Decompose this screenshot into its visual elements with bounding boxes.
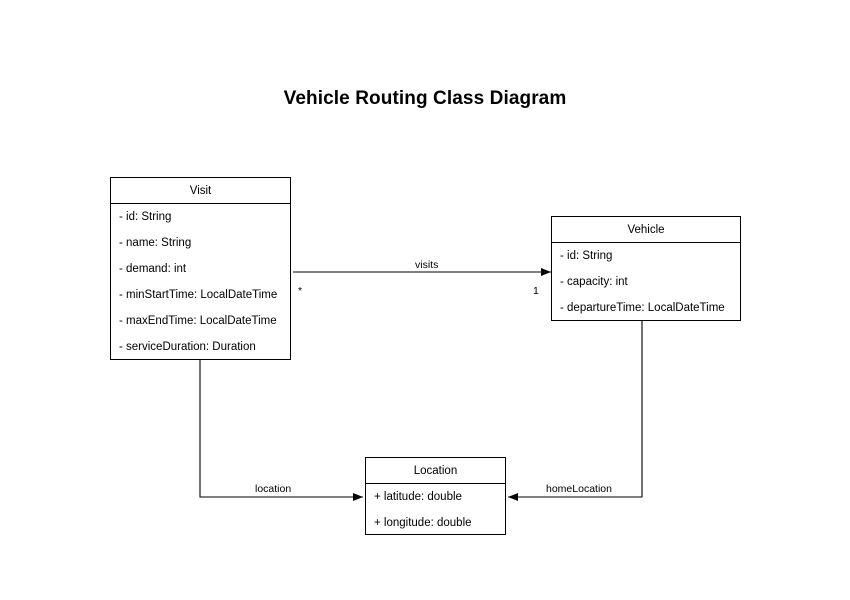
uml-attributes-vehicle: - id: String - capacity: int - departure… (552, 243, 740, 321)
uml-attribute: - id: String (119, 211, 172, 223)
uml-attribute: - name: String (119, 237, 192, 249)
uml-class-name-visit: Visit (111, 178, 290, 204)
uml-attributes-location: + latitude: double + longitude: double (366, 484, 505, 536)
uml-class-vehicle[interactable]: Vehicle - id: String - capacity: int - d… (551, 216, 741, 321)
page-title: Vehicle Routing Class Diagram (283, 88, 567, 109)
uml-attribute: + latitude: double (374, 491, 462, 503)
uml-attribute: - minStartTime: LocalDateTime (119, 289, 278, 301)
edge-label-home-location: homeLocation (543, 483, 615, 495)
edge-label-visits: visits (412, 259, 442, 271)
uml-class-visit[interactable]: Visit - id: String - name: String - dema… (110, 177, 291, 360)
uml-class-name-location: Location (366, 458, 505, 484)
uml-attributes-visit: - id: String - name: String - demand: in… (111, 204, 290, 360)
uml-attribute: + longitude: double (374, 517, 472, 529)
edge-home-location (508, 321, 643, 501)
edge-label-location: location (252, 483, 295, 495)
uml-attribute: - maxEndTime: LocalDateTime (119, 315, 277, 327)
uml-attribute: - id: String (560, 250, 613, 262)
uml-class-name-vehicle: Vehicle (552, 217, 740, 243)
multiplicity-visits-source: 1 (533, 285, 539, 297)
edge-location (199, 360, 363, 501)
multiplicity-visits-target: * (298, 285, 303, 297)
uml-attribute: - serviceDuration: Duration (119, 341, 256, 353)
uml-attribute: - capacity: int (560, 276, 628, 288)
uml-attribute: - demand: int (119, 263, 187, 275)
uml-attribute: - departureTime: LocalDateTime (560, 302, 725, 314)
uml-class-location[interactable]: Location + latitude: double + longitude:… (365, 457, 506, 535)
